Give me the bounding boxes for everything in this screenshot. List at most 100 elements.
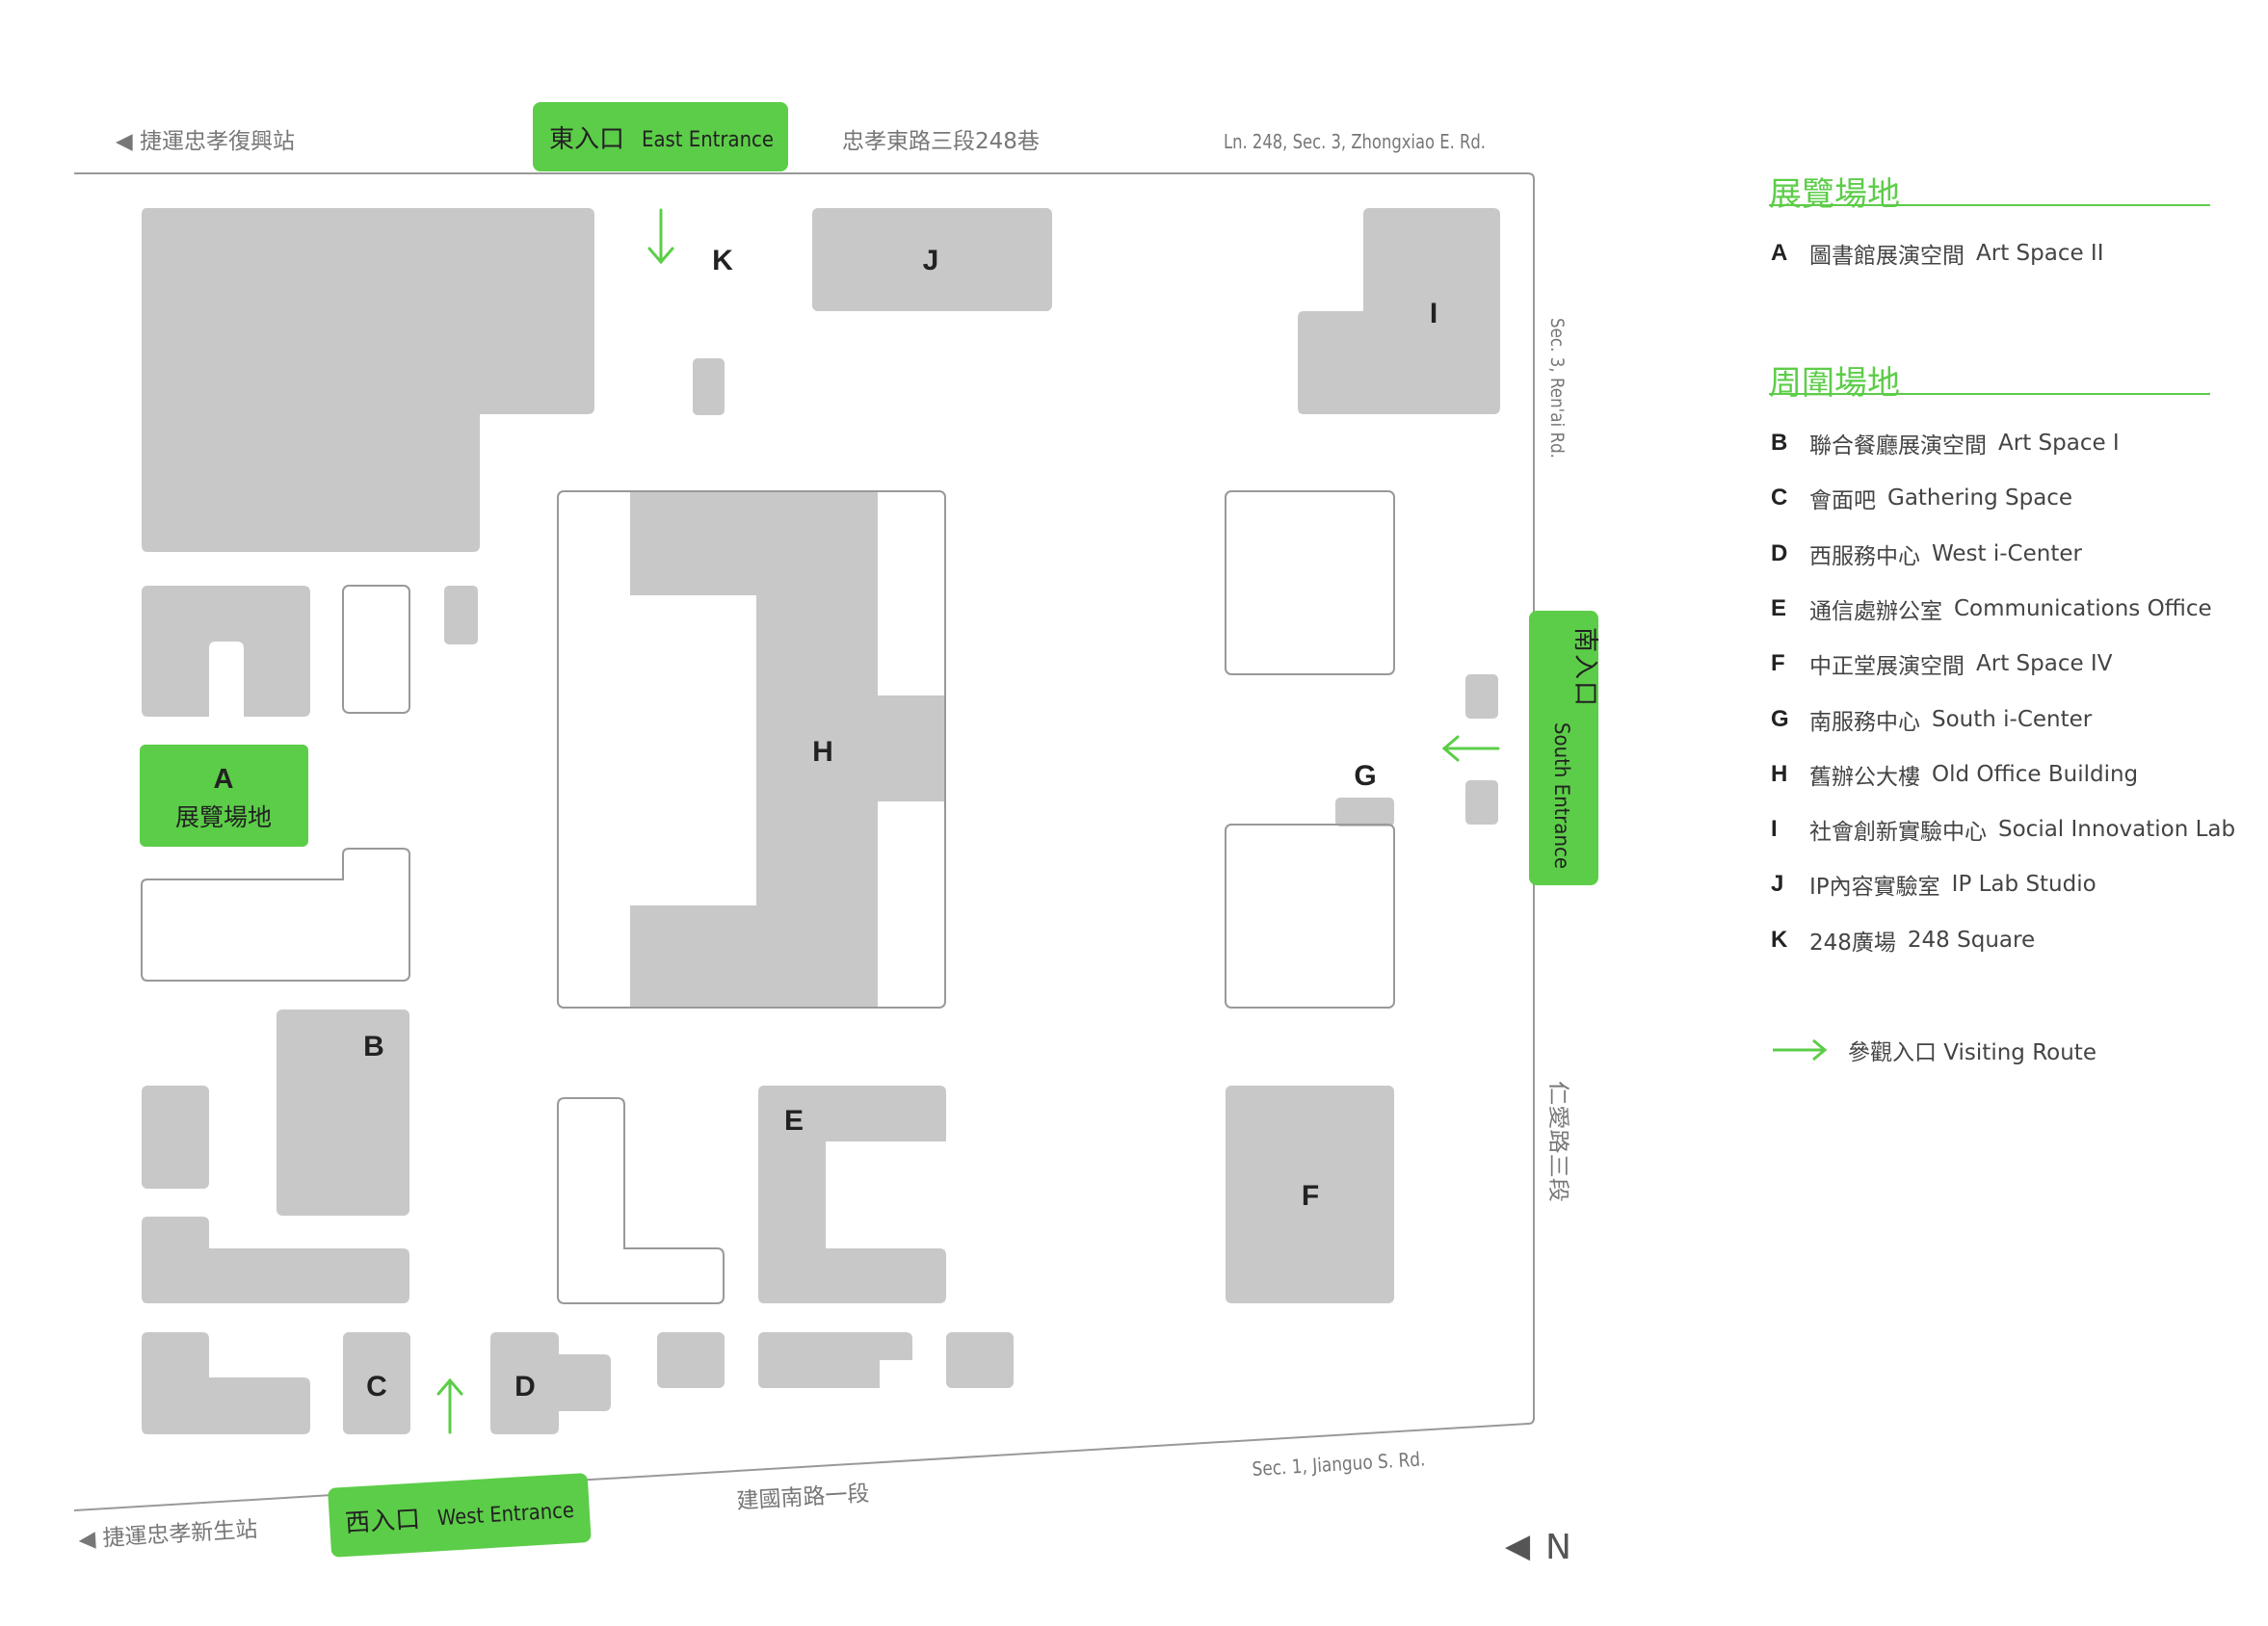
building-labels: K J I H G B E F C D xyxy=(363,245,1437,1403)
south-entrance[interactable]: 南入口 South Entrance xyxy=(1529,611,1599,885)
outline-east-2[interactable] xyxy=(1225,824,1395,1009)
legend-zh: 圖書館展演空間 xyxy=(1809,244,1965,269)
label-g: G xyxy=(1354,760,1376,792)
building-b[interactable] xyxy=(277,1010,409,1216)
legend-zh: 舊辦公大樓 xyxy=(1809,764,1920,790)
route-arrows xyxy=(436,208,1500,1434)
legend-item-h[interactable]: H 舊辦公大樓 Old Office Building xyxy=(1771,755,2138,794)
kiosk-south-1[interactable] xyxy=(1465,674,1498,719)
legend-surrounding-divider xyxy=(1769,393,2210,395)
legend-key: C xyxy=(1771,485,1788,511)
west-entrance[interactable]: 西入口 West Entrance xyxy=(328,1473,592,1558)
outline-west-narrow[interactable] xyxy=(342,585,410,714)
legend-key: E xyxy=(1771,594,1787,621)
venue-a-box[interactable] xyxy=(140,745,308,847)
building-southwest-l[interactable] xyxy=(142,1332,310,1434)
kiosk-g[interactable] xyxy=(1335,798,1394,826)
building-j[interactable] xyxy=(812,208,1052,311)
label-b: B xyxy=(363,1031,384,1062)
label-d: D xyxy=(514,1371,536,1403)
route-arrow-icon xyxy=(1773,1038,1828,1062)
legend-en: Art Space IV xyxy=(1976,651,2113,677)
buildings xyxy=(142,208,1500,1434)
kiosk-south-2[interactable] xyxy=(1465,780,1498,825)
legend-en: South i-Center xyxy=(1932,706,2093,732)
building-e[interactable] xyxy=(758,1086,946,1303)
north-indicator: ◀ N xyxy=(1505,1527,1571,1567)
building-h[interactable] xyxy=(630,491,945,1008)
street-jianguo-zh: 建國南路一段 xyxy=(736,1482,870,1514)
south-entrance-zh: 南入口 xyxy=(1570,627,1599,706)
legend-exhibition-title: 展覽場地 xyxy=(1769,175,1900,214)
street-metro-south: ◀ 捷運忠孝新生站 xyxy=(78,1517,258,1553)
legend-en: Communications Office xyxy=(1954,595,2212,621)
building-south-1[interactable] xyxy=(657,1332,725,1388)
legend-key: D xyxy=(1771,539,1788,566)
legend-en: Social Innovation Lab xyxy=(1998,817,2236,843)
arrow-east-entrance-icon xyxy=(647,208,674,265)
legend-zh: 南服務中心 xyxy=(1809,709,1920,735)
legend-item-b[interactable]: B 聯合餐廳展演空間 Art Space I xyxy=(1771,424,2120,462)
building-west-u[interactable] xyxy=(142,586,310,717)
kiosk-west[interactable] xyxy=(444,586,478,644)
open-structures xyxy=(141,490,1395,1304)
legend-en: Art Space I xyxy=(1998,431,2120,456)
south-entrance-en: South Entrance xyxy=(1550,722,1573,869)
legend-zh: IP內容實驗室 xyxy=(1809,875,1940,901)
outline-east-1[interactable] xyxy=(1225,490,1395,675)
north-label: N xyxy=(1545,1528,1571,1567)
label-f: F xyxy=(1302,1180,1319,1212)
legend-item-e[interactable]: E 通信處辦公室 Communications Office xyxy=(1771,590,2212,628)
legend-exhibition-divider xyxy=(1769,204,2210,206)
arrow-west-entrance-icon xyxy=(436,1377,463,1434)
legend-key: I xyxy=(1771,816,1778,843)
legend-en: Old Office Building xyxy=(1932,761,2139,787)
legend-en: West i-Center xyxy=(1932,540,2082,566)
legend-en: 248 Square xyxy=(1907,927,2036,953)
east-entrance-zh: 東入口 xyxy=(549,125,624,154)
street-lane-en: Ln. 248, Sec. 3, Zhongxiao E. Rd. xyxy=(1224,130,1486,153)
building-south-3[interactable] xyxy=(946,1332,1014,1388)
street-jianguo-en: Sec. 1, Jianguo S. Rd. xyxy=(1252,1447,1426,1481)
building-f[interactable] xyxy=(1226,1086,1394,1303)
outline-west-l[interactable] xyxy=(141,848,410,982)
building-south-2[interactable] xyxy=(758,1332,912,1388)
legend-key: B xyxy=(1771,430,1788,456)
building-i[interactable] xyxy=(1298,208,1500,414)
building-west-l[interactable] xyxy=(142,1217,409,1303)
route-label: 參觀入口 Visiting Route xyxy=(1848,1040,2097,1065)
building-west-small[interactable] xyxy=(142,1086,209,1189)
outline-h-frame[interactable] xyxy=(557,490,946,1009)
west-entrance-zh: 西入口 xyxy=(344,1505,421,1538)
legend-en: Art Space II xyxy=(1976,241,2104,266)
legend-key: K xyxy=(1771,926,1788,953)
building-d[interactable] xyxy=(490,1332,611,1434)
street-renai-en: Sec. 3, Ren'ai Rd. xyxy=(1546,318,1568,459)
building-northwest[interactable] xyxy=(142,208,594,552)
label-i: I xyxy=(1430,298,1437,329)
legend-item-a[interactable]: A 圖書館展演空間 Art Space II xyxy=(1771,234,2104,273)
north-arrow-icon: ◀ xyxy=(1505,1527,1531,1565)
venue-a-label: A xyxy=(214,764,234,795)
east-entrance[interactable]: 東入口 East Entrance xyxy=(533,102,788,171)
legend-key: J xyxy=(1771,871,1784,898)
outline-south-l[interactable] xyxy=(557,1097,725,1304)
legend-zh: 聯合餐廳展演空間 xyxy=(1809,433,1987,459)
legend-zh: 通信處辦公室 xyxy=(1809,598,1942,624)
legend-key: H xyxy=(1771,760,1788,787)
kiosk-k[interactable] xyxy=(693,358,725,415)
legend-en: IP Lab Studio xyxy=(1951,872,2097,898)
venue-a-sublabel: 展覽場地 xyxy=(175,803,272,831)
building-c[interactable] xyxy=(343,1332,410,1434)
legend-zh: 會面吧 xyxy=(1809,488,1876,514)
legend-item-j[interactable]: J IP內容實驗室 IP Lab Studio xyxy=(1771,865,2097,904)
label-h: H xyxy=(812,736,833,768)
legend-zh: 中正堂展演空間 xyxy=(1809,654,1965,680)
